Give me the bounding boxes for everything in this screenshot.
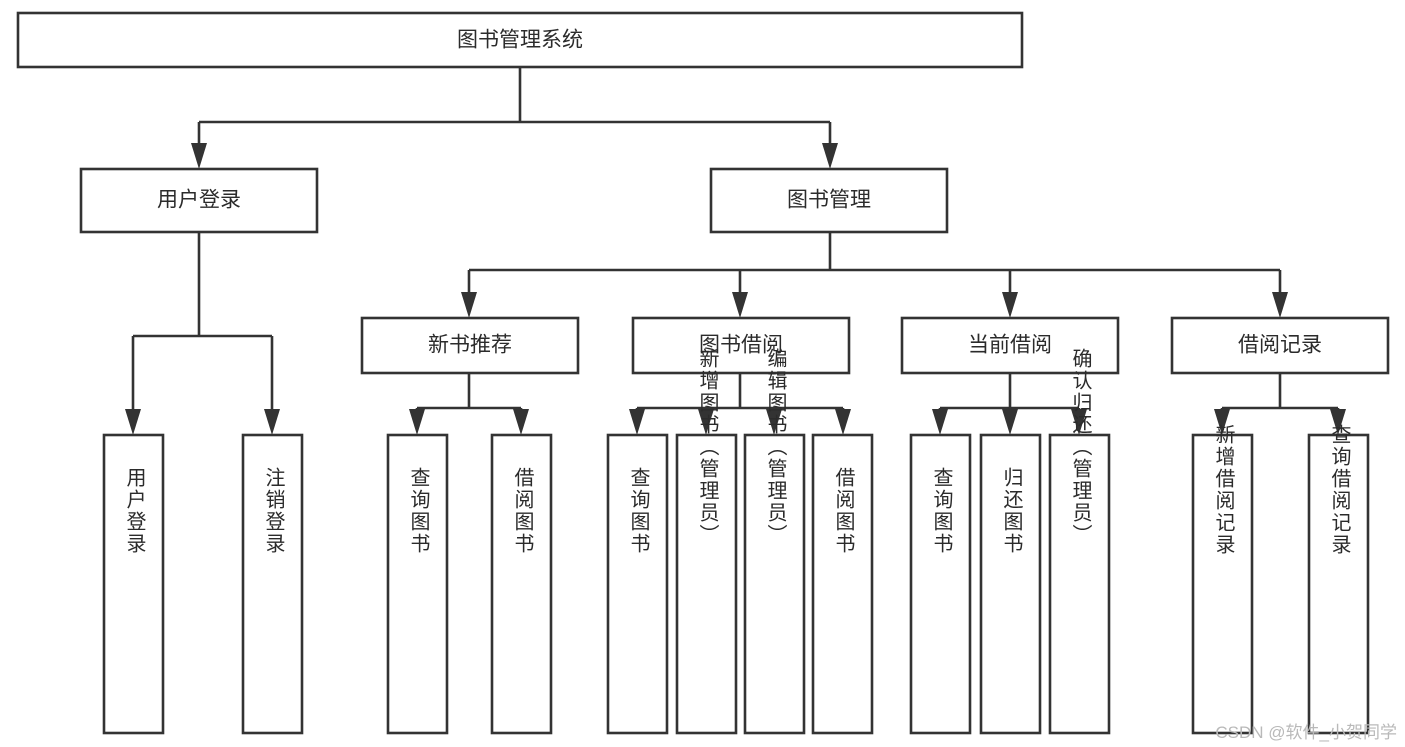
node-label: 查询图书 [627, 467, 650, 555]
leaf-current-borrow-confirm[interactable]: 确认归还（管理员） [1048, 348, 1111, 735]
node-box [900, 316, 1120, 375]
arrow-head-icon [1330, 409, 1346, 435]
leaf-borrow-record-add[interactable]: 新增借阅记录 [1191, 424, 1254, 735]
arrow-head-icon [125, 409, 141, 435]
node-label: 新书推荐 [428, 334, 512, 357]
arrow-head-icon [1214, 409, 1230, 435]
node-current-borrow[interactable]: 当前借阅 [900, 316, 1120, 375]
node-label: 借阅记录 [1238, 334, 1322, 357]
arrow-head-icon [932, 409, 948, 435]
node-box [675, 433, 738, 735]
node-box [1048, 433, 1111, 735]
arrow-head-icon [264, 409, 280, 435]
node-box [79, 167, 319, 234]
node-box [743, 433, 806, 735]
node-label: 当前借阅 [968, 334, 1052, 357]
leaf-borrow-book-query[interactable]: 查询图书 [606, 433, 669, 735]
arrow-head-icon [766, 409, 782, 435]
connector-group-user-login [125, 232, 280, 435]
leaf-borrow-book-edit[interactable]: 编辑图书（管理员） [743, 348, 806, 735]
arrow-head-icon [461, 292, 477, 318]
node-book-management[interactable]: 图书管理 [709, 167, 949, 234]
leaf-borrow-book-borrow[interactable]: 借阅图书 [811, 433, 874, 735]
node-label: 用户登录 [157, 189, 241, 212]
leaf-borrow-book-add[interactable]: 新增图书（管理员） [675, 348, 738, 735]
node-box [631, 316, 851, 375]
node-box [360, 316, 580, 375]
csdn-watermark: CSDN @软件_小贺同学 [1215, 723, 1397, 742]
node-box [606, 433, 669, 735]
node-user-login[interactable]: 用户登录 [79, 167, 319, 234]
leaf-current-borrow-query[interactable]: 查询图书 [909, 433, 972, 735]
node-box [386, 433, 449, 735]
arrow-head-icon [1002, 409, 1018, 435]
node-box [1170, 316, 1390, 375]
node-label: 查询借阅记录 [1328, 424, 1351, 556]
connector-group-borrow-book [629, 373, 851, 435]
node-box [16, 11, 1024, 69]
arrow-head-icon [698, 409, 714, 435]
node-label: 新增借阅记录 [1212, 424, 1235, 556]
node-box [1191, 433, 1254, 735]
node-label: 查询图书 [930, 467, 953, 555]
leaf-new-book-borrow[interactable]: 借阅图书 [490, 433, 553, 735]
leaf-current-borrow-return[interactable]: 归还图书 [979, 433, 1042, 735]
node-box [490, 433, 553, 735]
node-label: 图书管理系统 [457, 29, 583, 52]
node-label: 用户登录 [123, 467, 146, 555]
node-label: 新增图书（管理员） [696, 348, 719, 546]
arrow-head-icon [191, 143, 207, 169]
connector-group-new-book [409, 373, 529, 435]
node-label: 确认归还（管理员） [1069, 348, 1092, 546]
node-new-book-recommend[interactable]: 新书推荐 [360, 316, 580, 375]
arrow-head-icon [409, 409, 425, 435]
arrow-head-icon [732, 292, 748, 318]
node-label: 归还图书 [1000, 467, 1023, 555]
node-label: 查询图书 [407, 467, 430, 555]
node-box [241, 433, 304, 735]
node-box [1307, 433, 1370, 735]
arrow-head-icon [835, 409, 851, 435]
node-box [909, 433, 972, 735]
connector-group-borrow-record [1214, 373, 1346, 435]
node-label: 编辑图书（管理员） [764, 348, 787, 546]
node-label: 图书借阅 [699, 334, 783, 357]
node-label: 借阅图书 [832, 467, 855, 555]
node-borrow-record[interactable]: 借阅记录 [1170, 316, 1390, 375]
leaf-user-login-logout[interactable]: 注销登录 [241, 433, 304, 735]
node-root-system[interactable]: 图书管理系统 [16, 11, 1024, 69]
arrow-head-icon [513, 409, 529, 435]
node-label: 借阅图书 [511, 467, 534, 555]
node-book-borrow[interactable]: 图书借阅 [631, 316, 851, 375]
arrow-head-icon [1002, 292, 1018, 318]
node-label: 图书管理 [787, 189, 871, 212]
arrow-head-icon [822, 143, 838, 169]
arrow-head-icon [1272, 292, 1288, 318]
arrow-head-icon [1071, 409, 1087, 435]
leaf-user-login-login[interactable]: 用户登录 [102, 433, 165, 735]
node-box [709, 167, 949, 234]
connector-group-current-borrow [932, 373, 1087, 435]
connector-group-book-mgmt [461, 232, 1288, 318]
arrow-head-icon [629, 409, 645, 435]
node-label: 注销登录 [262, 467, 285, 555]
leaf-new-book-query[interactable]: 查询图书 [386, 433, 449, 735]
node-box [811, 433, 874, 735]
node-box [979, 433, 1042, 735]
node-box [102, 433, 165, 735]
leaf-borrow-record-query[interactable]: 查询借阅记录 [1307, 424, 1370, 735]
connector-group-root [191, 67, 838, 169]
